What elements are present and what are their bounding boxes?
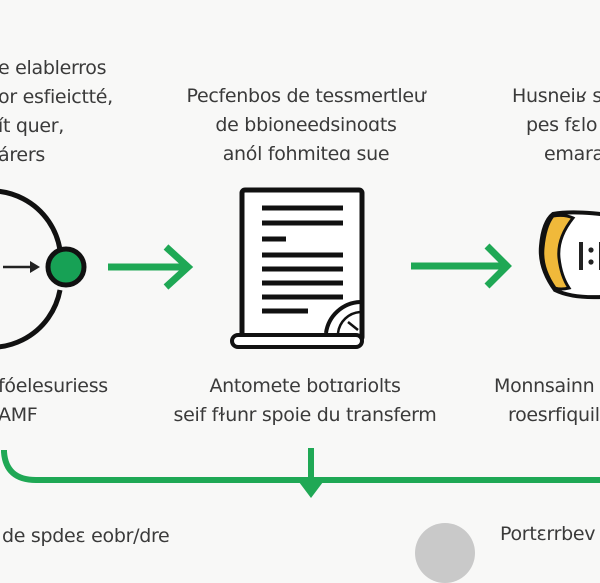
top-label-right: Husneiʁ s pes fɛlo emara bbox=[500, 82, 600, 169]
arrow-down-icon bbox=[299, 482, 323, 498]
text-line: AMF bbox=[0, 404, 38, 426]
feedback-connector bbox=[1, 448, 600, 498]
text-line: pes fɛlo bbox=[526, 114, 598, 136]
text-line: Antomete botɪɑriolts bbox=[209, 375, 401, 397]
bottom-label-middle: Antomete botɪɑriolts seif fɫunr spoie du… bbox=[160, 372, 450, 430]
text-line: anól fohmiteɑ sue bbox=[222, 143, 390, 165]
arrow-right-icon bbox=[108, 244, 194, 290]
text-line: fóelesuriess bbox=[0, 375, 108, 397]
gray-circle-icon bbox=[415, 523, 475, 583]
bottom-label-left: fóelesuriess AMF bbox=[0, 372, 108, 430]
text-line: Monnsainn bbox=[494, 375, 595, 397]
text-line: emara bbox=[544, 143, 600, 165]
text-line: ít quer, bbox=[0, 115, 65, 137]
text-line: Husneiʁ s bbox=[512, 85, 600, 107]
ticket-icon bbox=[538, 210, 600, 300]
footer-label-left: de spdeɛ eobr/dre bbox=[2, 525, 170, 547]
text-line: Pecfenbos de tessmertleư bbox=[186, 85, 426, 107]
top-label-left: e elablerros or esfieictté, ít quer, áre… bbox=[0, 54, 113, 170]
arrow-right-icon bbox=[411, 243, 512, 289]
circle-node-icon bbox=[0, 188, 87, 350]
footer-label-right: Portɛrrbev bbox=[500, 523, 596, 545]
text-line: de bbioneedsinoɑts bbox=[215, 114, 397, 136]
text-line: roesrfiquil bbox=[508, 404, 600, 426]
text-line: seif fɫunr spoie du transferm bbox=[173, 404, 437, 426]
top-label-middle: Pecfenbos de tessmertleư de bbioneedsino… bbox=[166, 82, 446, 169]
text-line: or esfieictté, bbox=[0, 86, 113, 108]
document-icon bbox=[230, 187, 365, 349]
bottom-label-right: Monnsainn roesrfiquil bbox=[494, 372, 600, 430]
text-line: árers bbox=[0, 144, 45, 166]
text-line: e elablerros bbox=[0, 57, 107, 79]
